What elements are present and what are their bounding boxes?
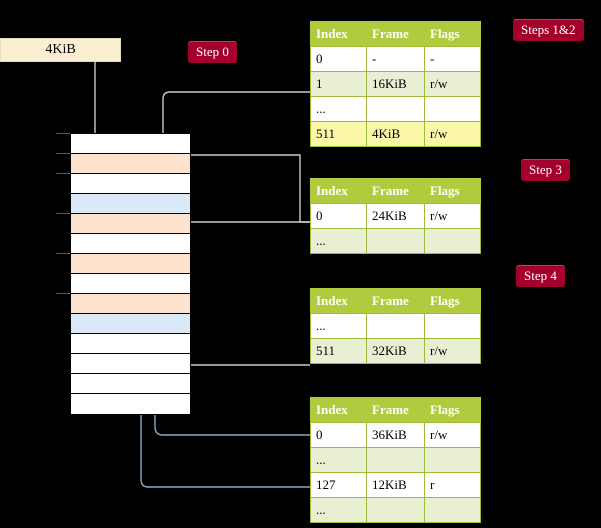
column-header-flags: Flags — [424, 397, 481, 423]
memory-frame-row — [71, 214, 190, 234]
table-cell-flags: r/w — [424, 338, 481, 364]
table-row: ... — [310, 96, 481, 122]
table-cell-flags: r/w — [424, 203, 481, 229]
virtual-address-label: 4KiB — [45, 42, 76, 57]
table-cell-frame — [366, 497, 425, 523]
memory-frame-row — [71, 194, 190, 214]
memory-frame-row — [71, 234, 190, 254]
virtual-address-box: 4KiB — [0, 38, 121, 62]
table-cell-index: 0 — [310, 422, 367, 448]
frame-tick-mark — [56, 293, 70, 294]
step-badge-step3: Step 3 — [521, 159, 570, 181]
wire-table2-to-memory — [174, 308, 310, 366]
table-cell-flags — [424, 228, 481, 254]
table-cell-index: ... — [310, 228, 367, 254]
table-cell-flags: r/w — [424, 422, 481, 448]
memory-frame-row — [71, 174, 190, 194]
table-row: ... — [310, 447, 481, 473]
table-cell-flags: r/w — [424, 71, 481, 97]
table-cell-flags — [424, 96, 481, 122]
table-cell-frame: 16KiB — [366, 71, 425, 97]
step-badge-step4: Step 4 — [516, 265, 565, 287]
frame-tick-mark — [56, 133, 70, 134]
table-row: 0-- — [310, 46, 481, 72]
table-cell-index: ... — [310, 497, 367, 523]
table-cell-frame: 12KiB — [366, 472, 425, 498]
column-header-frame: Frame — [366, 288, 425, 314]
step-badge-steps12: Steps 1&2 — [513, 19, 584, 41]
column-header-flags: Flags — [424, 21, 481, 47]
memory-frame-row — [71, 354, 190, 374]
frame-tick-mark — [56, 253, 70, 254]
memory-frame-row — [71, 294, 190, 314]
table-cell-index: ... — [310, 96, 367, 122]
column-header-frame: Frame — [366, 397, 425, 423]
column-header-index: Index — [310, 21, 367, 47]
table-cell-flags: r/w — [424, 121, 481, 147]
table-cell-flags: r — [424, 472, 481, 498]
wire-memory-to-table2 — [191, 300, 310, 322]
table-row: ... — [310, 228, 481, 254]
wire-table1-row0-to-memory — [181, 221, 310, 256]
frame-tick-mark — [56, 153, 70, 154]
memory-frame-row — [71, 334, 190, 354]
column-header-index: Index — [310, 397, 367, 423]
table-cell-frame: 32KiB — [366, 338, 425, 364]
step-badge-step0: Step 0 — [188, 41, 237, 63]
column-header-flags: Flags — [424, 178, 481, 204]
memory-frame-row — [71, 154, 190, 174]
table-cell-index: 0 — [310, 46, 367, 72]
table-cell-frame: 36KiB — [366, 422, 425, 448]
table-cell-flags — [424, 497, 481, 523]
memory-frame-row — [71, 314, 190, 334]
wire-memory-to-table1 — [191, 154, 310, 223]
column-header-frame: Frame — [366, 178, 425, 204]
column-header-index: Index — [310, 288, 367, 314]
table-cell-index: 0 — [310, 203, 367, 229]
physical-memory-column — [70, 133, 191, 415]
table-cell-frame — [366, 313, 425, 339]
column-header-index: Index — [310, 178, 367, 204]
memory-frame-row — [71, 274, 190, 294]
frame-tick-mark — [56, 213, 70, 214]
table-cell-frame — [366, 96, 425, 122]
table-cell-index: ... — [310, 447, 367, 473]
column-header-frame: Frame — [366, 21, 425, 47]
table-cell-index: ... — [310, 313, 367, 339]
memory-frame-row — [71, 254, 190, 274]
table-cell-index: 1 — [310, 71, 367, 97]
table-cell-index: 127 — [310, 472, 367, 498]
table-cell-frame: 24KiB — [366, 203, 425, 229]
table-row: ... — [310, 313, 481, 339]
table-cell-flags — [424, 447, 481, 473]
column-header-flags: Flags — [424, 288, 481, 314]
frame-tick-mark — [56, 173, 70, 174]
table-row: ... — [310, 497, 481, 523]
memory-frame-row — [71, 374, 190, 394]
table-cell-frame — [366, 228, 425, 254]
memory-frame-row — [71, 134, 190, 154]
table-cell-frame: 4KiB — [366, 121, 425, 147]
table-cell-flags — [424, 313, 481, 339]
table-cell-index: 511 — [310, 338, 367, 364]
table-cell-frame — [366, 447, 425, 473]
table-cell-frame: - — [366, 46, 425, 72]
table-cell-index: 511 — [310, 121, 367, 147]
table-cell-flags: - — [424, 46, 481, 72]
memory-frame-row — [71, 394, 190, 414]
